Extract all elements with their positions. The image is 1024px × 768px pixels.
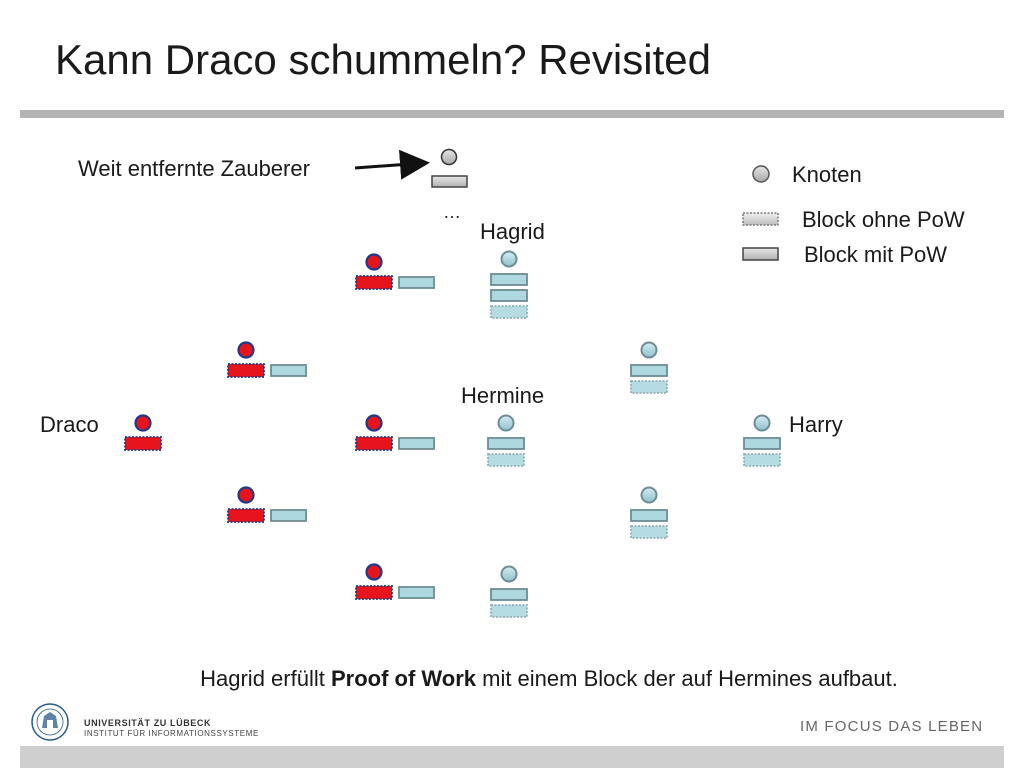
honest-node — [753, 414, 771, 432]
honest-node — [640, 486, 658, 504]
distant-arrow — [354, 149, 430, 180]
distant-wizards-label: Weit entfernte Zauberer — [78, 156, 310, 181]
legend-block-no-pow-icon — [742, 212, 779, 226]
honest-node — [500, 565, 518, 583]
ellipsis-label: … — [443, 202, 461, 222]
honest-block-no-pow — [743, 453, 781, 467]
caption: Hagrid erfüllt Proof of Work mit einem B… — [0, 666, 1024, 692]
honest-block — [490, 273, 528, 286]
caption-before: Hagrid erfüllt — [200, 666, 331, 691]
honest-block-no-pow — [630, 380, 668, 394]
legend-node-label: Knoten — [792, 162, 862, 187]
honest-block — [398, 276, 435, 289]
draco-node — [365, 253, 383, 271]
honest-block — [270, 364, 307, 377]
honest-block-no-pow — [487, 453, 525, 467]
draco-node — [237, 341, 255, 359]
legend-block-pow-label: Block mit PoW — [804, 242, 948, 267]
honest-block — [490, 588, 528, 601]
harry-label: Harry — [789, 412, 843, 437]
draco-block — [227, 508, 265, 523]
nodes-layer — [124, 250, 781, 618]
honest-block — [487, 437, 525, 450]
page-title: Kann Draco schummeln? Revisited — [55, 36, 711, 83]
honest-block-no-pow — [490, 604, 528, 618]
draco-block — [355, 436, 393, 451]
distant-node — [440, 148, 458, 166]
legend-node-icon — [752, 165, 770, 183]
draco-node — [365, 563, 383, 581]
legend-block-no-pow-label: Block ohne PoW — [802, 207, 965, 232]
draco-block — [355, 585, 393, 600]
draco-block — [227, 363, 265, 378]
honest-block — [398, 437, 435, 450]
honest-block — [743, 437, 781, 450]
university-seal-icon — [31, 703, 69, 741]
draco-block — [124, 436, 162, 451]
footer-bar — [20, 746, 1004, 768]
draco-node — [237, 486, 255, 504]
institute-name: INSTITUT FÜR INFORMATIONSSYSTEME — [84, 729, 259, 738]
honest-node — [640, 341, 658, 359]
university-name: UNIVERSITÄT ZU LÜBECK — [84, 718, 212, 728]
honest-block — [398, 586, 435, 599]
draco-node — [365, 414, 383, 432]
draco-node — [134, 414, 152, 432]
draco-label: Draco — [40, 412, 99, 437]
honest-block — [630, 509, 668, 522]
legend-block-pow-icon — [742, 247, 779, 261]
honest-block — [270, 509, 307, 522]
distant-block — [431, 175, 468, 188]
title-divider — [20, 110, 1004, 118]
hermine-label: Hermine — [461, 383, 545, 408]
honest-node — [497, 414, 515, 432]
draco-block — [355, 275, 393, 290]
honest-block — [490, 289, 528, 302]
hagrid-label: Hagrid — [480, 219, 545, 244]
caption-bold: Proof of Work — [330, 666, 476, 691]
motto: IM FOCUS DAS LEBEN — [800, 718, 984, 735]
caption-after: mit einem Block der auf Hermines aufbaut… — [476, 666, 898, 691]
honest-block-no-pow — [490, 305, 528, 319]
honest-block — [630, 364, 668, 377]
honest-node — [500, 250, 518, 268]
honest-block-no-pow — [630, 525, 668, 539]
